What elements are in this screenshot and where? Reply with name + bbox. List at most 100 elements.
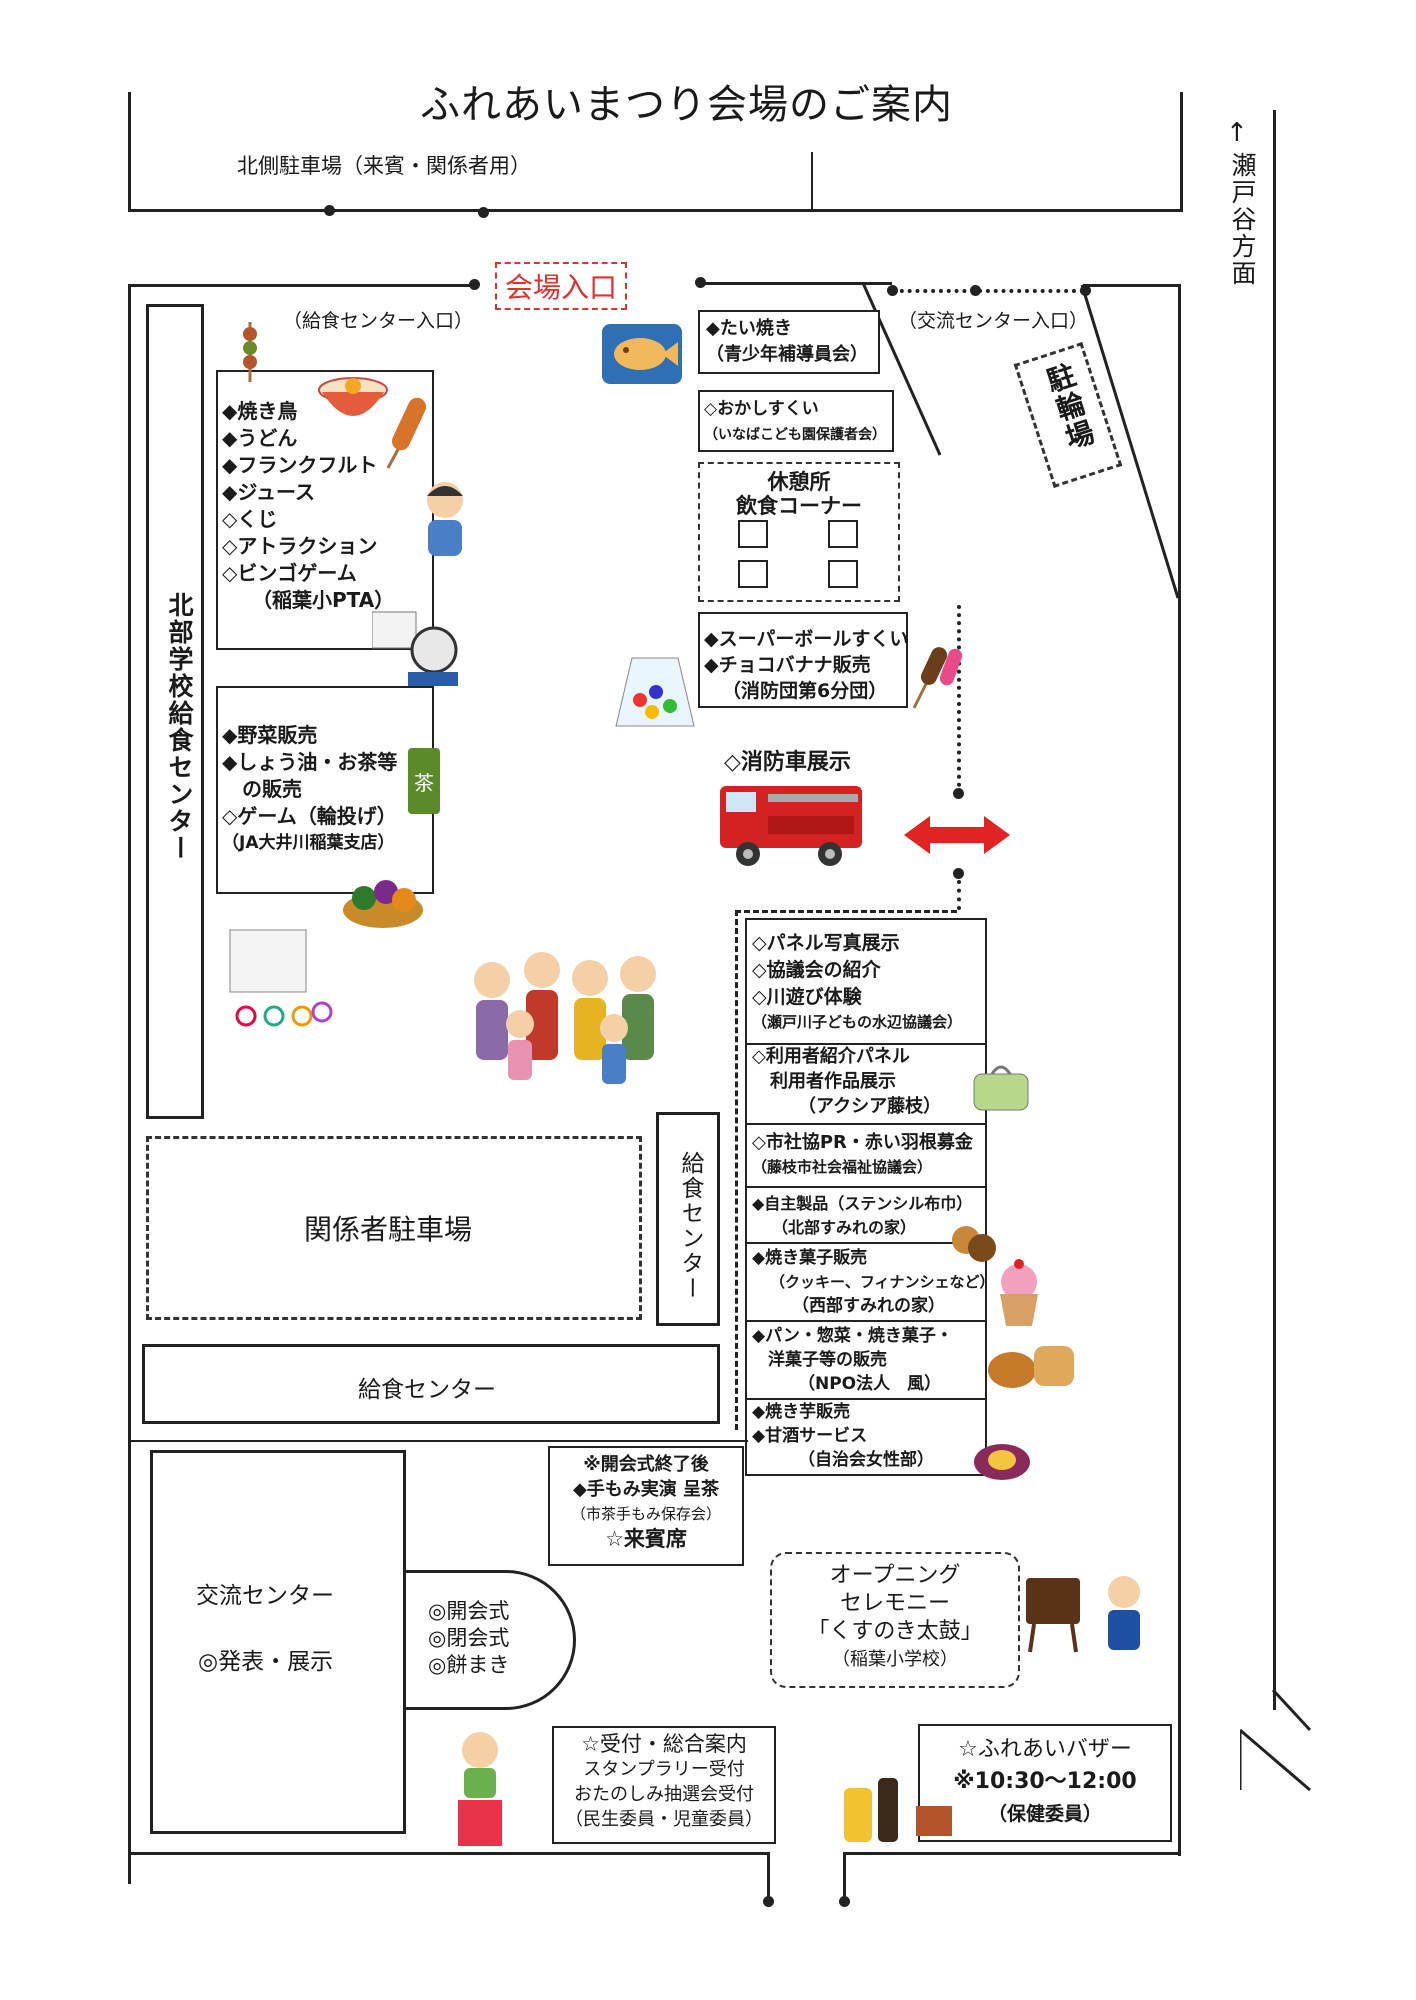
stage-event: ◎閉会式 bbox=[428, 1626, 510, 1650]
udon-icon bbox=[318, 377, 388, 416]
north-parking-right-border bbox=[1180, 92, 1183, 212]
cookie-icon bbox=[952, 1226, 996, 1262]
booth-item: ◇協議会の紹介 bbox=[752, 959, 881, 981]
gift-box-icon bbox=[916, 1806, 952, 1836]
koryu-entrance-gate bbox=[892, 289, 1084, 293]
entrance-post bbox=[1080, 285, 1091, 296]
opening-ceremony bbox=[770, 1552, 1020, 1688]
booth-superball bbox=[698, 612, 908, 708]
venue-top-border-left bbox=[128, 284, 474, 287]
wrapped-bundle-icon bbox=[973, 1065, 1029, 1111]
booth-item: ◆甘酒サービス bbox=[752, 1426, 868, 1446]
booth-item: ◇パネル写真展示 bbox=[752, 932, 900, 954]
booth-item: 利用者作品展示 bbox=[752, 1071, 896, 1092]
path-dotted bbox=[957, 605, 961, 787]
opening-org: （稲葉小学校） bbox=[832, 1649, 958, 1670]
table bbox=[738, 560, 768, 588]
booth-ja bbox=[216, 686, 434, 894]
booth-taiyaki-list: ◆たい焼き （青少年補導員会） bbox=[706, 316, 868, 368]
opening-ceremony-text: オープニング セレモニー 「くすのき太鼓」 （稲葉小学校） bbox=[770, 1562, 1020, 1674]
right-booths bbox=[745, 918, 987, 1476]
north-parking-post bbox=[324, 205, 335, 216]
booth-hokubu-sumire: ◆自主製品（ステンシル布巾） （北部すみれの家） bbox=[752, 1192, 972, 1240]
frankfurt-icon bbox=[386, 397, 427, 469]
booth-ja-list: ◆野菜販売 ◆しょう油・お茶等 の販売 ◇ゲーム（輪投げ） （JA大井川稲葉支店… bbox=[222, 722, 397, 857]
north-parking-divider bbox=[811, 152, 813, 210]
booth-org: （JA大井川稲葉支店） bbox=[222, 833, 395, 853]
direction-label: 瀬戸谷方面 bbox=[1228, 152, 1257, 287]
south-gate-post bbox=[843, 1852, 846, 1904]
path-post bbox=[953, 868, 964, 879]
table bbox=[738, 520, 768, 548]
bazaar-title: ☆ふれあいバザー bbox=[958, 1737, 1132, 1762]
booth-seibu-sumire: ◆焼き菓子販売 （クッキー、フィナンシェなど） （西部すみれの家） bbox=[752, 1246, 995, 1318]
child-icon bbox=[427, 482, 463, 556]
reception-org: （民生委員・児童委員） bbox=[565, 1809, 763, 1830]
booth-axia: ◇利用者紹介パネル 利用者作品展示 （アクシア藤枝） bbox=[752, 1044, 941, 1119]
booth-org: （西部すみれの家） bbox=[792, 1296, 945, 1316]
path-dashed bbox=[735, 910, 738, 1430]
booth-item: ◆手もみ実演 呈茶 bbox=[572, 1479, 720, 1500]
stage-event: ◎餅まき bbox=[428, 1653, 510, 1677]
entrance-post bbox=[970, 285, 981, 296]
child-icon bbox=[458, 1732, 502, 1846]
rest-area-subtitle: 飲食コーナー bbox=[736, 494, 862, 518]
bazaar bbox=[918, 1724, 1172, 1842]
reception-line: スタンプラリー受付 bbox=[583, 1759, 745, 1780]
road-edge bbox=[1273, 110, 1276, 1710]
booth-item: ◆しょう油・お茶等 bbox=[222, 750, 398, 774]
bazaar-text: ☆ふれあいバザー ※10:30～12:00 （保健委員） bbox=[918, 1734, 1172, 1830]
booth-item: ◆焼き鳥 bbox=[222, 399, 298, 423]
rest-area bbox=[698, 462, 900, 602]
booth-item: の販売 bbox=[222, 777, 302, 801]
bazaar-org: （保健委員） bbox=[987, 1803, 1102, 1825]
staff-parking bbox=[146, 1136, 642, 1320]
booth-item: ◆スーパーボールすくい bbox=[704, 628, 909, 650]
booth-divider bbox=[745, 1320, 987, 1322]
taiyaki-icon bbox=[602, 324, 682, 384]
booth-item: ◇アトラクション bbox=[222, 534, 378, 558]
booth-org: （市茶手もみ保存会） bbox=[570, 1505, 721, 1523]
tea-icon: 茶 bbox=[408, 748, 440, 814]
booth-org: （アクシア藤枝） bbox=[798, 1096, 942, 1117]
guest-seating: ☆来賓席 bbox=[605, 1527, 687, 1551]
bingo-icon bbox=[372, 611, 458, 686]
booth-item: ◇くじ bbox=[222, 507, 278, 531]
path-dotted bbox=[957, 880, 961, 910]
booth-pta-list: ◆焼き鳥 ◆うどん ◆フランクフルト ◆ジュース ◇くじ ◇アトラクション ◇ビ… bbox=[222, 398, 394, 614]
double-arrow-icon bbox=[904, 816, 1010, 854]
reception bbox=[552, 1726, 776, 1844]
booth-divider bbox=[745, 1242, 987, 1244]
koryu-center-sub: ◎発表・展示 bbox=[198, 1649, 334, 1675]
venue-top-border-right bbox=[1083, 284, 1181, 287]
stage bbox=[404, 1570, 576, 1710]
booth-item: ※開会式終了後 bbox=[583, 1454, 709, 1475]
table bbox=[828, 520, 858, 548]
booth-divider bbox=[745, 1043, 987, 1045]
venue-entrance-label: 会場入口 bbox=[495, 262, 628, 310]
koryu-center-label: 交流センター bbox=[196, 1583, 334, 1609]
booth-item: ◆自主製品（ステンシル布巾） bbox=[752, 1194, 973, 1213]
booth-taiyaki bbox=[698, 310, 880, 374]
ring-toss-icon bbox=[229, 929, 333, 1027]
fire-truck-icon bbox=[720, 786, 862, 866]
stage-event: ◎開会式 bbox=[428, 1599, 510, 1623]
kyushoku-center-vertical: 給食センター bbox=[656, 1112, 720, 1326]
path-post bbox=[953, 788, 964, 799]
stage-events: ◎開会式 ◎閉会式 ◎餅まき bbox=[428, 1598, 509, 1679]
opening-line: セレモニー bbox=[839, 1591, 950, 1616]
venue-left-border bbox=[128, 284, 131, 1884]
north-parking-bottom-border bbox=[128, 209, 1183, 212]
yakitori-icon bbox=[243, 322, 257, 382]
entrance-post bbox=[887, 285, 898, 296]
booth-item: ◇市社協PR・赤い羽根募金 bbox=[752, 1132, 973, 1153]
bread-icon bbox=[988, 1346, 1074, 1388]
booth-org: （北部すみれの家） bbox=[772, 1218, 917, 1237]
family-icon bbox=[474, 952, 656, 1084]
table bbox=[828, 560, 858, 588]
north-school-kyushoku-center: 北部学校給食センター bbox=[146, 304, 204, 1119]
bicycle-parking-label: 駐輪場 bbox=[1039, 359, 1099, 456]
booth-org: （青少年補導員会） bbox=[706, 344, 868, 365]
booth-item: ◆たい焼き bbox=[706, 318, 792, 339]
sweet-potato-icon bbox=[974, 1444, 1030, 1480]
